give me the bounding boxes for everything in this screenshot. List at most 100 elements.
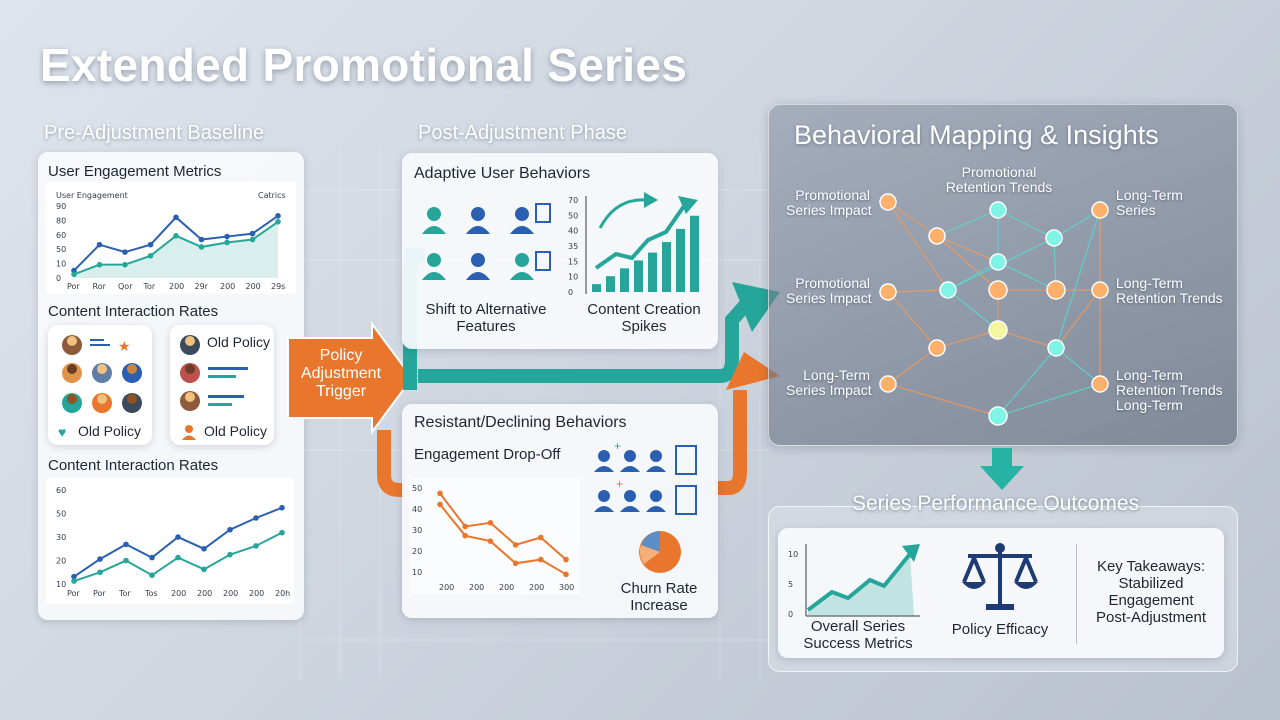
data-point	[275, 213, 281, 219]
y-tick-label: 10	[412, 568, 422, 577]
data-point	[538, 556, 544, 563]
data-point	[97, 556, 103, 562]
old-policy-label: Old Policy	[204, 423, 268, 439]
data-point	[563, 556, 569, 563]
data-point	[122, 249, 128, 255]
y-tick-label: 0	[788, 610, 793, 618]
y-tick-label: 90	[56, 202, 66, 211]
data-point	[198, 236, 205, 243]
x-tick-label: Tor	[143, 282, 156, 291]
y-tick-label: 50	[412, 484, 422, 493]
chart-right-label: Catrics	[258, 191, 286, 200]
x-tick-label: Tor	[118, 589, 131, 598]
y-tick-label: 60	[56, 231, 66, 240]
down-arrow-icon	[980, 448, 1024, 490]
data-point	[149, 554, 155, 561]
y-tick-label: 20	[56, 557, 66, 566]
data-point	[175, 534, 181, 540]
x-tick-label: 29s	[271, 282, 285, 291]
y-tick-label: 10	[56, 260, 66, 269]
svg-text:★: ★	[118, 338, 131, 354]
data-point	[122, 261, 128, 268]
series-line	[439, 503, 567, 576]
outcomes-title: Series Performance Outcomes	[852, 492, 1140, 515]
key-takeaways: Key Takeaways: Stabilized Engagement Pos…	[1095, 558, 1207, 626]
y-tick-label: 10	[788, 550, 798, 559]
x-tick-label: 200	[499, 583, 514, 592]
churn-rate-caption: Churn Rate Increase	[620, 580, 698, 614]
data-point	[249, 236, 256, 243]
heart-icon: ♥	[58, 424, 67, 440]
y-tick-label: 35	[568, 242, 578, 251]
data-point	[147, 241, 154, 248]
y-tick-label: 10	[56, 580, 66, 589]
y-tick-label: 0	[568, 288, 573, 297]
shift-alternative-caption: Shift to Alternative Features	[425, 301, 547, 335]
resistant-behaviors-title: Resistant/Declining Behaviors	[414, 414, 627, 431]
x-tick-label: 200	[220, 282, 235, 291]
data-point	[173, 214, 179, 221]
data-point	[123, 557, 129, 564]
x-tick-label: 200	[249, 589, 264, 598]
policy-trigger-arrow[interactable]	[282, 320, 420, 438]
data-point	[487, 520, 494, 526]
scale-icon	[962, 543, 1038, 610]
divider	[1076, 544, 1077, 644]
policy-trigger-label: Policy Adjustment Trigger	[300, 347, 382, 400]
bar	[592, 284, 601, 292]
data-point	[123, 541, 129, 548]
data-point	[201, 566, 207, 573]
data-point	[249, 230, 256, 237]
y-tick-label: 10	[568, 273, 578, 282]
bar	[676, 228, 685, 292]
behavior-network	[879, 193, 1109, 426]
x-tick-label: Ror	[93, 282, 107, 291]
bar	[606, 276, 615, 292]
policy-efficacy-caption: Policy Efficacy	[951, 621, 1049, 638]
data-point	[512, 560, 519, 567]
users-icon: ★	[62, 335, 142, 413]
data-point	[227, 551, 233, 558]
content-creation-caption: Content Creation Spikes	[587, 301, 701, 335]
data-point	[279, 504, 285, 511]
series-line	[439, 492, 567, 561]
data-point	[175, 554, 181, 561]
pre-adjustment-heading: Pre-Adjustment Baseline	[44, 122, 265, 144]
post-adjustment-heading: Post-Adjustment Phase	[418, 122, 627, 144]
user-icon	[182, 425, 196, 440]
y-tick-label: 15	[568, 257, 578, 266]
old-policy-label: Old Policy	[207, 334, 271, 350]
users-leaving-icon: + +	[594, 440, 697, 515]
old-policy-card-b: Old Policy Old Policy	[170, 325, 274, 445]
data-point	[227, 526, 233, 533]
data-point	[462, 532, 468, 539]
data-point	[201, 546, 207, 552]
engagement-metrics-title: User Engagement Metrics	[48, 163, 222, 180]
x-tick-label: Por	[67, 282, 80, 291]
y-tick-label: 30	[56, 533, 66, 542]
behavioral-mapping-panel	[768, 104, 1238, 446]
x-tick-label: 200	[169, 282, 184, 291]
behavioral-mapping-title: Behavioral Mapping & Insights	[794, 120, 1159, 150]
x-tick-label: Tos	[144, 589, 158, 598]
data-point	[253, 515, 259, 521]
x-tick-label: Qor	[118, 282, 133, 291]
y-tick-label: 50	[56, 510, 66, 519]
x-tick-label: 200	[529, 583, 544, 592]
data-point	[538, 534, 544, 541]
x-tick-label: 29r	[195, 282, 209, 291]
data-point	[512, 542, 519, 548]
data-point	[147, 253, 154, 259]
y-tick-label: 50	[56, 245, 66, 254]
data-point	[224, 233, 230, 240]
data-point	[71, 578, 77, 584]
data-point	[224, 239, 230, 246]
svg-text:+: +	[614, 440, 621, 453]
bar	[662, 242, 671, 292]
x-tick-label: 300	[559, 583, 574, 592]
data-point	[149, 572, 155, 578]
interaction-chart-title: Content Interaction Rates	[48, 457, 219, 474]
